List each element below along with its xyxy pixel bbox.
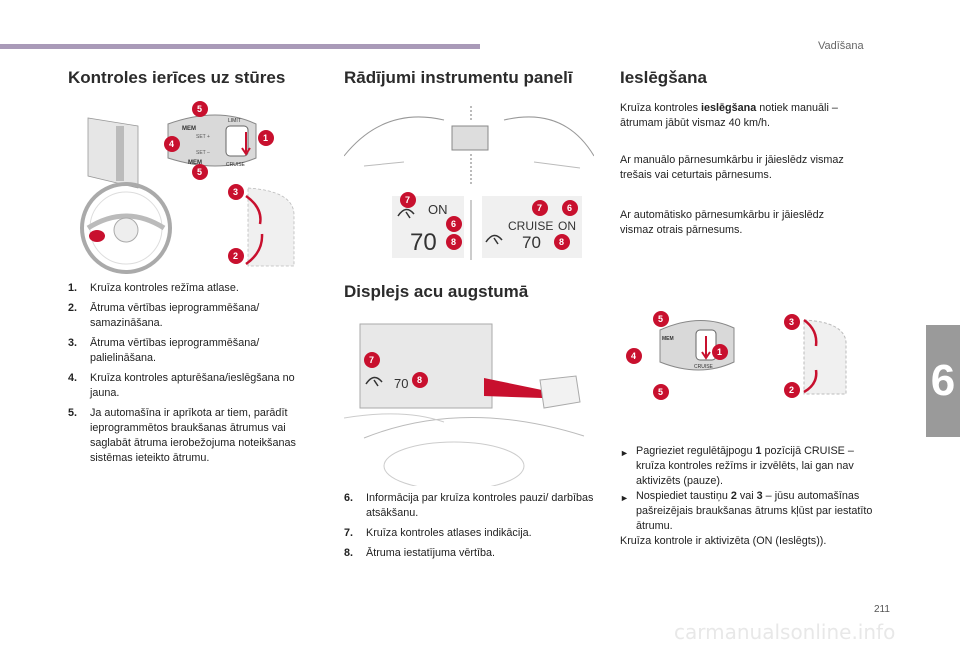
list-item: 2.Ātruma vērtības ieprogrammēšana/ samaz… — [68, 302, 260, 329]
callout-1c: 1 — [712, 344, 728, 360]
list-item: ►Nospiediet taustiņu 2 vai 3 – jūsu auto… — [620, 490, 873, 532]
chapter-header: Vadīšana — [818, 40, 864, 52]
chapter-tab: 6 — [926, 325, 960, 437]
svg-text:5: 5 — [197, 104, 202, 114]
svg-text:8: 8 — [451, 237, 456, 247]
callout-7b: 7 — [532, 200, 548, 216]
svg-text:6: 6 — [451, 219, 456, 229]
callout-5b: 5 — [192, 164, 208, 180]
callout-5: 5 — [192, 101, 208, 117]
list-item: 7.Kruīza kontroles atlases indikācija. — [344, 527, 532, 539]
callout-6b: 6 — [562, 200, 578, 216]
lever-label-mem: MEM — [182, 126, 196, 132]
paragraph-manual-gearbox: Ar manuālo pārnesumkārbu ir jāieslēdz vi… — [620, 154, 844, 181]
lever-label-cruise: CRUISE — [226, 162, 246, 168]
svg-text:7: 7 — [369, 355, 374, 365]
dash-speed-left: 70 — [410, 229, 437, 256]
callout-4c: 4 — [626, 348, 642, 364]
svg-text:5: 5 — [658, 314, 663, 324]
bullet-icon: ► — [620, 493, 629, 503]
callout-4: 4 — [164, 136, 180, 152]
dash-on-label-right: ON — [558, 219, 576, 233]
callout-5d: 5 — [653, 384, 669, 400]
instrument-panel-illustration: ON 70 7 6 8 CRUISE ON 70 7 6 8 — [344, 96, 594, 266]
svg-text:4: 4 — [631, 351, 636, 361]
lever-label-limit: LIMIT — [228, 118, 241, 124]
section-title-controls: Kontroles ierīces uz stūres — [68, 68, 286, 87]
lever-label-cruise-2: CRUISE — [694, 364, 714, 370]
callout-8: 8 — [446, 234, 462, 250]
header-accent-bar — [0, 44, 480, 49]
svg-text:8: 8 — [559, 237, 564, 247]
callout-2: 2 — [228, 248, 244, 264]
callout-2c: 2 — [784, 382, 800, 398]
callout-6: 6 — [446, 216, 462, 232]
lever-label-mem-2: MEM — [188, 160, 202, 166]
callout-1: 1 — [258, 130, 274, 146]
callout-7: 7 — [400, 192, 416, 208]
paragraph-active: Kruīza kontrole ir aktivizēta (ON (Ieslē… — [620, 535, 827, 547]
list-item: 5.Ja automašīna ir aprīkota ar tiem, par… — [68, 407, 296, 464]
svg-text:3: 3 — [233, 187, 238, 197]
section-title-instrument-panel: Rādījumi instrumentu panelī — [344, 68, 573, 87]
list-item: 3.Ātruma vērtības ieprogrammēšana/ palie… — [68, 337, 260, 364]
controls-list: 1.Kruīza kontroles režīma atlase. 2.Ātru… — [68, 281, 314, 471]
list-item: 4.Kruīza kontroles apturēšana/ieslēgšana… — [68, 372, 295, 399]
dash-on-label: ON — [428, 202, 448, 217]
svg-text:3: 3 — [789, 317, 794, 327]
callout-8c: 8 — [412, 372, 428, 388]
callout-3: 3 — [228, 184, 244, 200]
paragraph-activation: Kruīza kontroles ieslēgšana notiek manuā… — [620, 102, 838, 129]
callout-3c: 3 — [784, 314, 800, 330]
svg-text:4: 4 — [169, 139, 174, 149]
head-up-display-illustration: 70 7 8 — [344, 318, 600, 486]
lever-label-set-minus: SET – — [196, 150, 210, 156]
svg-text:5: 5 — [658, 387, 663, 397]
lever-label-set-plus: SET + — [196, 134, 210, 140]
watermark: carmanualsonline.info — [674, 620, 896, 644]
svg-text:6: 6 — [567, 203, 572, 213]
svg-text:7: 7 — [405, 195, 410, 205]
list-item: 6.Informācija par kruīza kontroles pauzi… — [344, 492, 594, 519]
svg-text:2: 2 — [789, 385, 794, 395]
dash-speed-right: 70 — [522, 233, 541, 252]
speedometer-icon — [397, 208, 415, 219]
svg-text:7: 7 — [537, 203, 542, 213]
dash-cruise-label: CRUISE — [508, 219, 553, 233]
svg-text:1: 1 — [263, 133, 268, 143]
lever-label-mem-3: MEM — [662, 336, 674, 342]
list-item: 1.Kruīza kontroles režīma atlase. — [68, 282, 239, 294]
speedometer-icon — [485, 234, 503, 245]
paragraph-automatic-gearbox: Ar automātisko pārnesumkārbu ir jāieslēd… — [620, 209, 825, 236]
page-number: 211 — [874, 604, 890, 615]
callout-7c: 7 — [364, 352, 380, 368]
section-title-activation: Ieslēgšana — [620, 68, 707, 87]
list-item: 8.Ātruma iestatījuma vērtība. — [344, 547, 496, 559]
activation-illustration: MEM CRUISE 5 4 1 5 3 2 — [620, 306, 876, 410]
hud-speed: 70 — [394, 376, 408, 391]
steering-control-illustration: MEM SET + SET – LIMIT CRUISE MEM 5 1 4 5… — [68, 96, 306, 274]
svg-text:5: 5 — [197, 167, 202, 177]
svg-text:2: 2 — [233, 251, 238, 261]
list-item: ►Pagrieziet regulētājpogu 1 pozīcijā CRU… — [620, 445, 854, 487]
callout-5c: 5 — [653, 311, 669, 327]
svg-text:8: 8 — [417, 375, 422, 385]
callout-8b: 8 — [554, 234, 570, 250]
display-list: 6.Informācija par kruīza kontroles pauzi… — [344, 491, 594, 566]
bullet-icon: ► — [620, 448, 629, 458]
section-title-head-up-display: Displejs acu augstumā — [344, 282, 529, 301]
activation-steps: ►Pagrieziet regulētājpogu 1 pozīcijā CRU… — [620, 444, 876, 549]
speedometer-icon — [365, 376, 383, 387]
svg-text:1: 1 — [717, 347, 722, 357]
